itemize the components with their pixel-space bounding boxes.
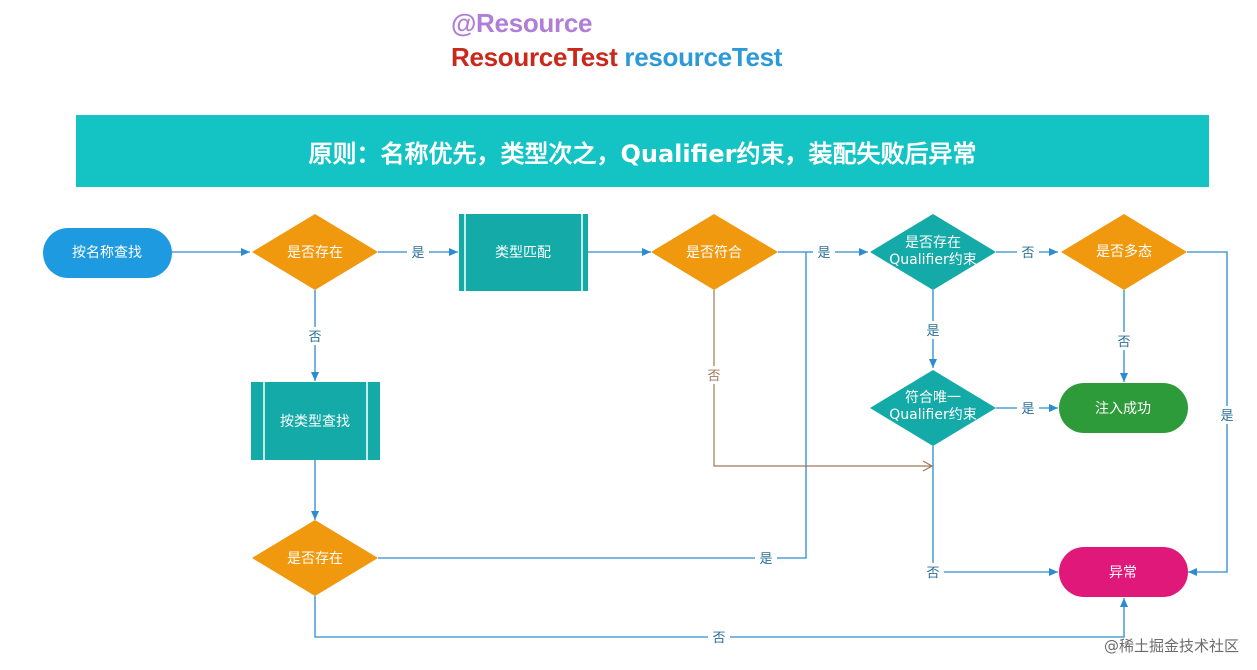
inject-success-label: 注入成功 <box>1095 401 1151 417</box>
edge-label-no: 否 <box>707 369 720 384</box>
has-qualifier-label-1: 是否存在 <box>905 235 961 251</box>
edge-label-no: 否 <box>1117 335 1130 350</box>
edge-label-yes: 是 <box>1021 402 1034 417</box>
node-exception: 异常 <box>1059 547 1188 597</box>
node-inject-success: 注入成功 <box>1059 383 1188 433</box>
edge-label-no: 否 <box>308 330 321 345</box>
edge-label-yes: 是 <box>817 246 830 261</box>
polymorphic-label: 是否多态 <box>1096 243 1152 260</box>
edge-label-yes: 是 <box>759 552 772 567</box>
node-has-qualifier: 是否存在 Qualifier约束 <box>870 214 996 290</box>
variable-name: resourceTest <box>624 42 783 72</box>
edge-exists2-yes <box>378 252 807 559</box>
node-exists-2: 是否存在 <box>252 520 378 596</box>
matches-label: 是否符合 <box>686 245 742 261</box>
edge-matches-no <box>713 290 934 472</box>
node-unique-qualifier: 符合唯一 Qualifier约束 <box>870 370 996 446</box>
type-name: ResourceTest <box>451 42 618 72</box>
type-match-label: 类型匹配 <box>495 245 551 261</box>
edge-label-no: 否 <box>712 631 725 646</box>
watermark: @稀土掘金技术社区 <box>1103 637 1239 655</box>
edge-label-no: 否 <box>1021 246 1034 261</box>
node-find-by-type: 按类型查找 <box>251 382 380 460</box>
edge-label-yes: 是 <box>411 246 424 261</box>
declaration-line: ResourceTest resourceTest <box>451 42 782 73</box>
unique-qualifier-label-1: 符合唯一 <box>905 390 961 406</box>
exists-2-label: 是否存在 <box>287 551 343 567</box>
node-find-by-name: 按名称查找 <box>43 228 172 278</box>
exists-1-label: 是否存在 <box>287 245 343 261</box>
node-exists-1: 是否存在 <box>252 214 378 290</box>
has-qualifier-label-2: Qualifier约束 <box>889 252 976 268</box>
node-matches: 是否符合 <box>651 214 778 290</box>
node-type-match: 类型匹配 <box>459 214 588 291</box>
annotation-text: @Resource <box>451 8 593 38</box>
edge-label-yes: 是 <box>1220 409 1233 424</box>
principle-banner: 原则：名称优先，类型次之，Qualifier约束，装配失败后异常 <box>76 115 1209 187</box>
unique-qualifier-label-2: Qualifier约束 <box>889 407 976 423</box>
node-polymorphic: 是否多态 <box>1061 214 1187 290</box>
exception-label: 异常 <box>1109 565 1137 581</box>
edge-label-no: 否 <box>926 566 939 581</box>
find-by-name-label: 按名称查找 <box>72 245 142 261</box>
edge-label-yes: 是 <box>926 324 939 339</box>
principle-text: 原则：名称优先，类型次之，Qualifier约束，装配失败后异常 <box>308 139 977 168</box>
find-by-type-label: 按类型查找 <box>280 414 350 430</box>
edge-unique-to-exception <box>932 446 1058 576</box>
